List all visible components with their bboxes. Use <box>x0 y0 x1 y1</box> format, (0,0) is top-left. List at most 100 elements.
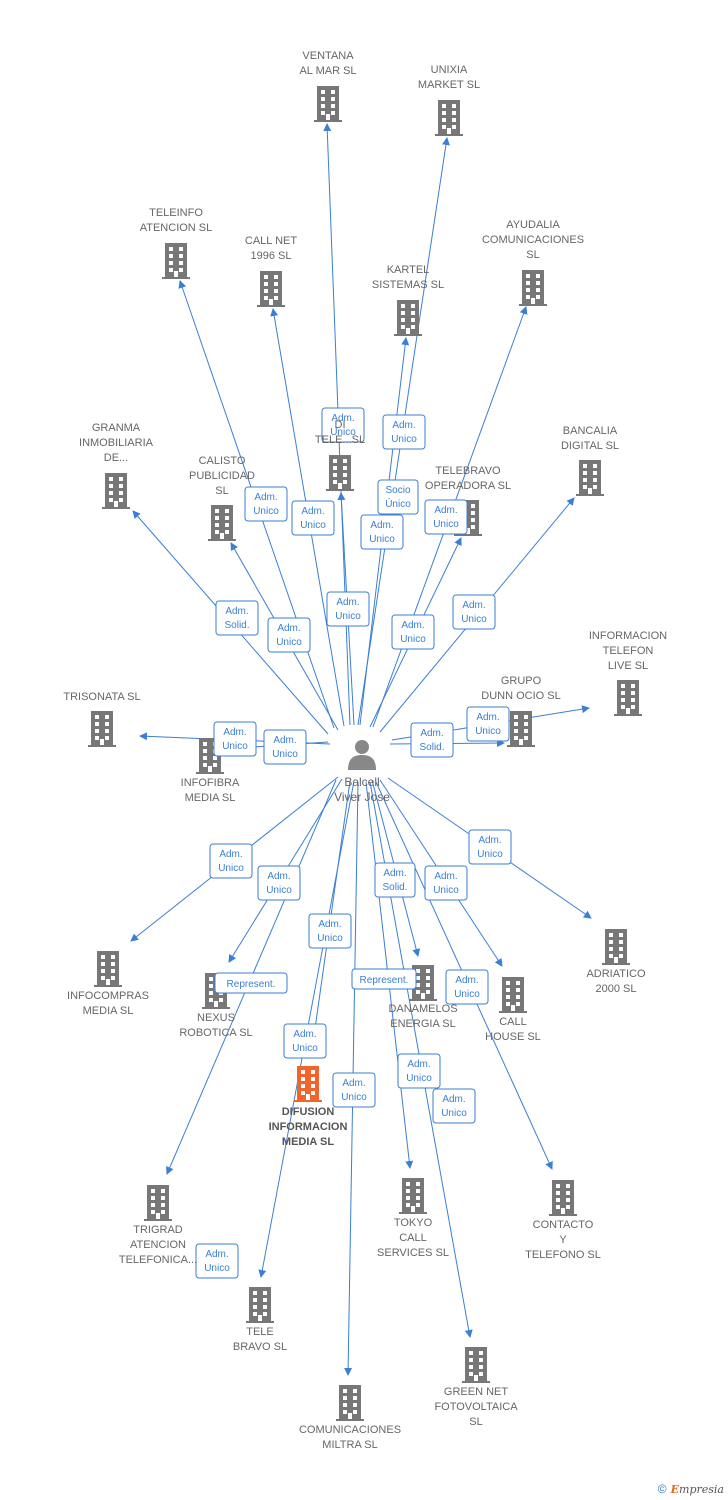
person-node[interactable] <box>348 740 376 770</box>
role-badge[interactable]: Adm. Unico <box>397 1053 441 1089</box>
company-label-calisto[interactable]: CALISTO PUBLICIDAD SL <box>188 455 256 497</box>
role-badge-text: Adm. <box>420 728 443 739</box>
role-badge[interactable]: Adm.Unico <box>291 500 335 536</box>
role-badge[interactable]: Adm.Unico <box>321 407 365 443</box>
role-badge[interactable]: Adm.Unico <box>445 969 489 1005</box>
role-badge[interactable]: Adm.Unico <box>263 729 307 765</box>
company-label-telebravo_op[interactable]: TELEBRAVO OPERADORA SL <box>424 465 512 492</box>
company-label-di[interactable]: DI TELE...SL <box>314 419 366 446</box>
role-badge-text: Unico <box>441 1108 467 1119</box>
company-label-infocompras[interactable]: INFOCOMPRAS MEDIA SL <box>67 990 149 1017</box>
role-badge[interactable]: Adm.Unico <box>332 1072 376 1108</box>
company-label-infofibra[interactable]: INFOFIBRA MEDIA SL <box>180 777 240 804</box>
role-badge[interactable]: Adm. Unico <box>382 414 426 450</box>
role-badge-text: Adm. <box>476 712 499 723</box>
role-badge-text: Unico <box>204 1263 230 1274</box>
building-icon[interactable] <box>294 1066 322 1102</box>
company-label-trisonata[interactable]: TRISONATA SL <box>63 691 141 703</box>
building-icon[interactable] <box>462 1347 490 1383</box>
role-badge[interactable]: Adm.Unico <box>283 1023 327 1059</box>
role-badge[interactable]: Adm.Unico <box>424 865 468 901</box>
role-badge-text: Solid. <box>382 882 407 893</box>
role-badge[interactable]: Adm.Unico <box>391 614 435 650</box>
building-icon[interactable] <box>576 460 604 496</box>
role-badge-text: Adm. <box>407 1059 430 1070</box>
role-badge[interactable]: Adm.Unico <box>360 514 404 550</box>
building-icon[interactable] <box>394 300 422 336</box>
building-icon[interactable] <box>326 455 354 491</box>
building-icon[interactable] <box>614 680 642 716</box>
building-icon[interactable] <box>602 929 630 965</box>
role-badge-text: Adm. <box>401 620 424 631</box>
company-label-granma[interactable]: GRANMA INMOBILIARIA DE... <box>79 422 153 464</box>
company-label-tokyo[interactable]: TOKYO CALL SERVICES SL <box>377 1217 449 1259</box>
building-icon[interactable] <box>144 1185 172 1221</box>
building-icon[interactable] <box>102 473 130 509</box>
role-badge[interactable]: Adm.Unico <box>267 617 311 653</box>
company-label-ayudalia[interactable]: AYUDALIA COMUNICACIONES SL <box>481 219 585 261</box>
role-badge[interactable]: Adm.Solid. <box>374 862 416 898</box>
company-label-callhouse[interactable]: CALL HOUSE SL <box>485 1016 541 1043</box>
building-icon[interactable] <box>88 711 116 747</box>
role-badge[interactable]: Adm.Unico <box>452 594 496 630</box>
role-badge-text: Adm. <box>267 871 290 882</box>
role-badge-text: Unico <box>330 427 356 438</box>
role-badge[interactable]: Adm.Solid. <box>410 722 454 758</box>
company-label-adriatico[interactable]: ADRIATICO 2000 SL <box>586 968 646 995</box>
company-label-kartel[interactable]: KARTEL SISTEMAS SL <box>371 264 445 291</box>
role-badge-text: Unico <box>391 434 417 445</box>
role-badge-text: Adm. <box>205 1249 228 1260</box>
role-badge-text: Adm. <box>336 597 359 608</box>
building-icon[interactable] <box>399 1178 427 1214</box>
role-badge[interactable]: Adm. Unico <box>432 1088 476 1124</box>
building-icon[interactable] <box>519 270 547 306</box>
company-label-tele_bravo[interactable]: TELE BRAVO SL <box>232 1326 288 1353</box>
role-badge[interactable]: Adm.Unico <box>209 843 253 879</box>
role-badge[interactable]: Adm.Unico <box>326 591 370 627</box>
role-badge[interactable]: Adm. Unico <box>195 1243 239 1279</box>
company-label-bancalia[interactable]: BANCALIA DIGITAL SL <box>560 425 620 452</box>
building-icon[interactable] <box>499 977 527 1013</box>
role-badge[interactable]: Represent. <box>214 972 288 994</box>
role-badge[interactable]: Adm.Unico <box>468 829 512 865</box>
building-icon[interactable] <box>162 243 190 279</box>
company-label-difusion[interactable]: DIFUSION INFORMACION MEDIA SL <box>268 1106 348 1148</box>
building-icon[interactable] <box>246 1287 274 1323</box>
building-icon[interactable] <box>435 100 463 136</box>
role-badge[interactable]: Adm.Unico <box>257 865 301 901</box>
person-name[interactable]: Balcell Viver Jose <box>334 775 390 804</box>
company-label-unixia[interactable]: UNIXIA MARKET SL <box>417 64 481 91</box>
company-label-miltra[interactable]: COMUNICACIONES MILTRA SL <box>298 1424 402 1451</box>
company-label-greennet[interactable]: GREEN NET FOTOVOLTAICA SL <box>434 1386 518 1428</box>
role-badge[interactable]: Adm.Unico <box>308 913 352 949</box>
role-badge-text: Represent. <box>360 975 409 986</box>
role-badge-text: Unico <box>222 741 248 752</box>
role-badge[interactable]: Adm.Unico <box>424 499 468 535</box>
company-label-danamelos[interactable]: DANAMELOS ENERGIA SL <box>388 1003 458 1030</box>
company-label-grupo[interactable]: GRUPO DUNN OCIO SL <box>481 675 561 702</box>
company-label-nexus[interactable]: NEXUS ROBOTICA SL <box>179 1012 253 1039</box>
role-badge[interactable]: Adm.Unico <box>213 721 257 757</box>
company-label-ventana[interactable]: VENTANA AL MAR SL <box>299 50 357 77</box>
role-badge[interactable]: Represent. <box>351 968 417 990</box>
company-label-contacto[interactable]: CONTACTO Y TELEFONO SL <box>525 1219 601 1261</box>
building-icon[interactable] <box>208 505 236 541</box>
role-badge[interactable]: Adm.Solid. <box>215 600 259 636</box>
building-icon[interactable] <box>257 271 285 307</box>
role-badge-text: Unico <box>300 520 326 531</box>
company-label-infotel[interactable]: INFORMACION TELEFON LIVE SL <box>588 630 668 672</box>
building-icon[interactable] <box>549 1180 577 1216</box>
role-badge[interactable]: Adm.Unico <box>466 706 510 742</box>
company-label-callnet[interactable]: CALL NET 1996 SL <box>244 235 298 262</box>
company-label-trigrad[interactable]: TRIGRAD ATENCION TELEFONICA... <box>118 1224 198 1266</box>
role-badge-text: Unico <box>406 1073 432 1084</box>
building-icon[interactable] <box>336 1385 364 1421</box>
building-icon[interactable] <box>507 711 535 747</box>
building-icon[interactable] <box>314 86 342 122</box>
company-label-teleinfo[interactable]: TELEINFO ATENCION SL <box>139 207 213 234</box>
role-badge-text: Adm. <box>392 420 415 431</box>
role-badge[interactable]: Adm.Unico <box>244 486 288 522</box>
role-badge-text: Adm. <box>442 1094 465 1105</box>
building-icon[interactable] <box>94 951 122 987</box>
